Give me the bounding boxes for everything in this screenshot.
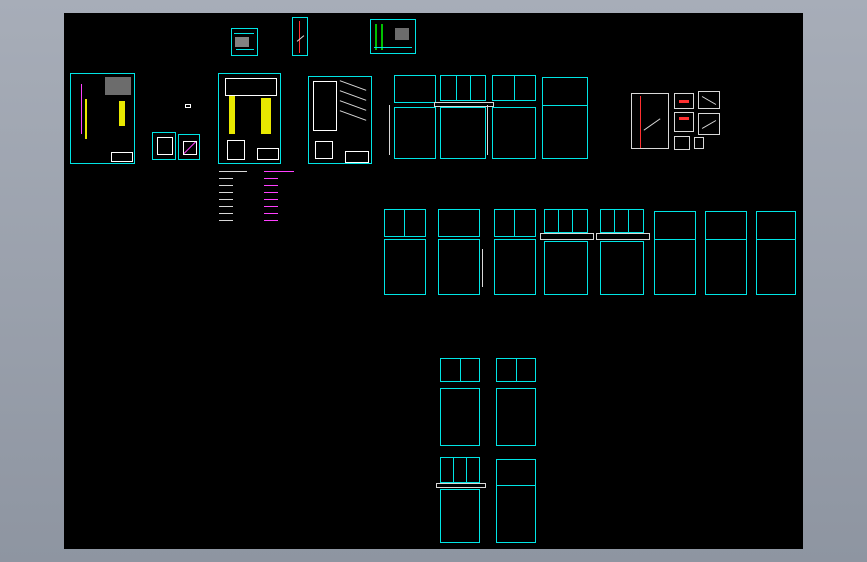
thumbnail-sheet-3[interactable] <box>370 19 416 54</box>
cabinet-view-r2-1[interactable] <box>384 209 426 295</box>
cad-drawing-canvas[interactable] <box>64 13 803 549</box>
assembly-sheet-1[interactable] <box>70 73 135 164</box>
part-sheet-small-2[interactable] <box>178 134 200 160</box>
cabinet-view-r2-7[interactable] <box>705 211 747 295</box>
thumbnail-sheet-2[interactable] <box>292 17 308 56</box>
cabinet-view-r3-3[interactable] <box>436 457 486 543</box>
assembly-sheet-2[interactable] <box>218 73 281 164</box>
detail-sheet-small-1[interactable] <box>674 93 694 109</box>
cabinet-view-r2-4[interactable] <box>540 209 594 295</box>
detail-sheet-small-4[interactable] <box>698 113 720 135</box>
cabinet-view-r3-1[interactable] <box>440 358 480 446</box>
detail-sheet-small-2[interactable] <box>698 91 720 109</box>
cabinet-view-r2-3[interactable] <box>494 209 536 295</box>
cabinet-view-r3-4[interactable] <box>496 459 536 543</box>
cabinet-view-r2-2[interactable] <box>438 209 483 295</box>
cabinet-view-r1-1[interactable] <box>389 75 436 159</box>
cabinet-view-r1-3[interactable] <box>487 75 536 159</box>
label-tag <box>185 104 191 108</box>
assembly-sheet-3[interactable] <box>308 76 372 164</box>
detail-sheet-small-6[interactable] <box>694 137 704 149</box>
part-sheet-small-1[interactable] <box>152 132 176 160</box>
cabinet-view-r1-2[interactable] <box>434 75 494 159</box>
cabinet-view-r2-5[interactable] <box>596 209 650 295</box>
detail-sheet-large[interactable] <box>631 93 669 149</box>
cabinet-view-r1-4[interactable] <box>542 77 588 159</box>
thumbnail-sheet-1[interactable] <box>231 28 258 56</box>
detail-sheet-small-3[interactable] <box>674 112 694 132</box>
cabinet-view-r3-2[interactable] <box>496 358 536 446</box>
cabinet-view-r2-8[interactable] <box>756 211 796 295</box>
detail-sheet-small-5[interactable] <box>674 136 690 150</box>
cabinet-view-r2-6[interactable] <box>654 211 696 295</box>
